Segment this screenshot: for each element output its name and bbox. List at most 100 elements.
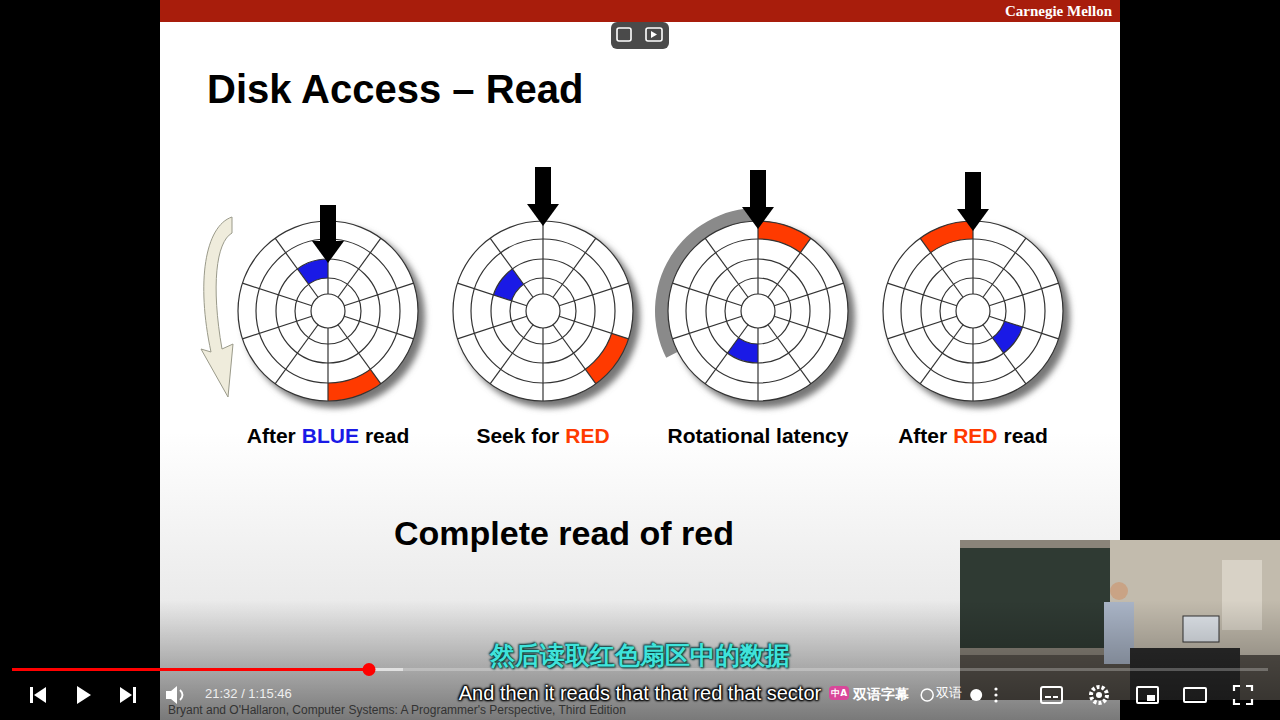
head-arrow-head (312, 241, 344, 263)
sector-line (757, 221, 758, 294)
fullscreen-button (1234, 686, 1252, 704)
sector-line (344, 283, 413, 306)
disk-surface (668, 221, 848, 401)
autoplay-icon (651, 31, 657, 38)
disk-sector (920, 221, 973, 253)
more-options-button (994, 693, 997, 696)
volume-button (180, 690, 183, 700)
step-caption-word: Seek for (476, 424, 559, 448)
disk-platter (453, 167, 640, 408)
sector-line (275, 238, 318, 297)
step-caption-word: read (1004, 424, 1048, 448)
step-caption: Rotational latency (668, 424, 849, 448)
step-caption: AfterRED read (898, 424, 1048, 448)
step-caption-word: RED (953, 424, 997, 448)
more-options-button (994, 687, 997, 690)
sector-line (989, 283, 1058, 306)
head-arrow-shaft (535, 167, 551, 206)
sector-line (887, 283, 956, 306)
sector-line (774, 283, 843, 306)
head-arrow-head (527, 204, 559, 226)
sector-line (983, 238, 1026, 297)
sector-line (490, 238, 533, 297)
sector-line (983, 325, 1026, 384)
volume-button (166, 686, 177, 704)
progress-played (12, 668, 369, 671)
sector-line (757, 328, 758, 401)
sector-line (559, 316, 628, 339)
sector-line (542, 221, 543, 294)
autoplay-icon (646, 28, 662, 41)
sector-line (457, 316, 526, 339)
disk-sector (585, 333, 628, 384)
sector-line (490, 325, 533, 384)
sector-line (672, 283, 741, 306)
sector-line (989, 316, 1058, 339)
header-bar (160, 0, 1120, 22)
disk-sector (297, 259, 328, 284)
next-button (133, 687, 136, 703)
sector-line (768, 325, 811, 384)
subtitle-english: And then it reads that that red that sec… (459, 682, 821, 705)
disk-track (238, 221, 418, 401)
sector-line (338, 238, 381, 297)
rotation-arc (655, 208, 758, 358)
step-caption: Seek forRED (476, 424, 609, 448)
previous-button (34, 687, 46, 703)
previous-button (30, 687, 33, 703)
sector-line (542, 328, 543, 401)
sector-line (768, 238, 811, 297)
disk-sector (758, 221, 811, 253)
play-button (77, 686, 91, 704)
slide-title: Disk Access – Read (207, 66, 584, 112)
captions-button (1045, 696, 1051, 698)
next-button (120, 687, 132, 703)
more-options-button (994, 699, 997, 702)
disk-track (883, 221, 1063, 401)
subtitle-chinese: 然后读取红色扇区中的数据 (490, 642, 790, 671)
translate-icon: 中A (829, 686, 849, 700)
step-caption: AfterBLUEread (247, 424, 410, 448)
sector-line (553, 238, 596, 297)
sector-line (705, 238, 748, 297)
disk-track (741, 294, 775, 328)
sector-line (972, 328, 973, 401)
sector-line (344, 316, 413, 339)
disk-surface (238, 221, 418, 401)
settings-button (1091, 687, 1107, 703)
step-caption-word: After (898, 424, 947, 448)
time-display: 21:32 / 1:15:46 (205, 687, 292, 702)
institution-name: Carnegie Mellon (1005, 3, 1112, 20)
disk-platter (238, 205, 425, 408)
theater-button (1184, 688, 1206, 702)
sector-line (457, 283, 526, 306)
disk-platter (883, 172, 1070, 408)
sector-line (774, 316, 843, 339)
step-caption-word: Rotational latency (668, 424, 849, 448)
top-icon-box (611, 22, 669, 49)
language-icon (921, 689, 933, 701)
toggle-switch (970, 689, 982, 701)
progress-scrubber (363, 663, 376, 676)
sector-line (705, 325, 748, 384)
sector-line (887, 316, 956, 339)
sector-line (553, 325, 596, 384)
sector-line (242, 283, 311, 306)
disk-sector (727, 338, 758, 363)
sector-line (920, 325, 963, 384)
disk-sector (328, 369, 381, 401)
disk-track (668, 221, 848, 401)
disk-surface (453, 221, 633, 401)
loop-icon (617, 28, 631, 41)
disk-platter (655, 170, 855, 408)
slide-subheading: Complete read of red (394, 514, 734, 553)
step-caption-word: read (365, 424, 409, 448)
head-arrow-shaft (965, 172, 981, 211)
slide-footer: Bryant and O'Hallaron, Computer Systems:… (168, 704, 626, 718)
step-caption-word: RED (565, 424, 609, 448)
controls-shade (0, 600, 1280, 720)
captions-button (1041, 687, 1062, 703)
rotation-arrow (201, 217, 233, 397)
